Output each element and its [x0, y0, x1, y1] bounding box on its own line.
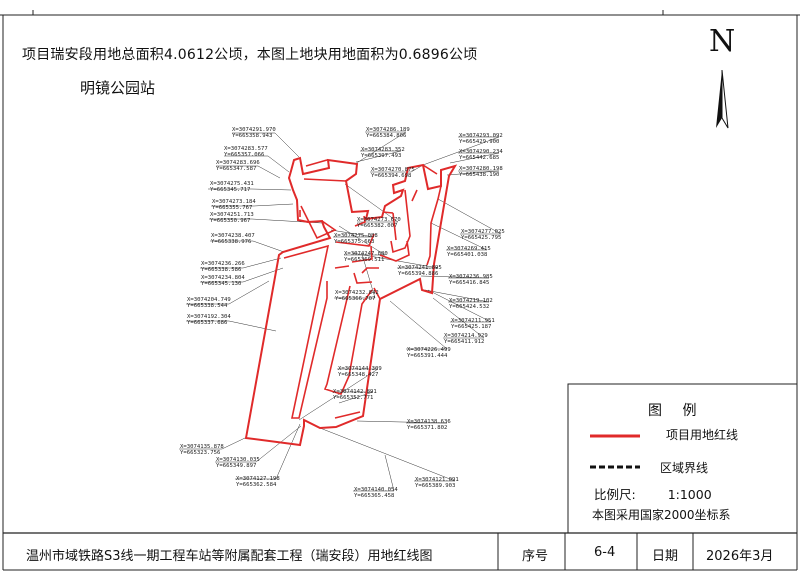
scale-value: 1:1000 — [667, 487, 712, 502]
scale-label: 比例尺: — [594, 487, 636, 502]
seq-label: 序号 — [522, 549, 549, 564]
station-name: 明镜公园站 — [80, 79, 156, 97]
north-label: N — [709, 24, 736, 59]
area-summary-text: 项目瑞安段用地总面积4.0612公顷，本图上地块用地面积为0.6896公顷 — [22, 47, 478, 63]
legend-red-label: 项目用地红线 — [666, 428, 739, 442]
legend-title: 图 例 — [648, 403, 705, 419]
parcel-inner-line — [283, 159, 442, 419]
leader-lines — [179, 131, 502, 492]
date-value: 2026年3月 — [706, 549, 774, 564]
parcel-red-line — [244, 156, 458, 447]
drawing-title: 温州市域铁路S3线一期工程车站等附属配套工程（瑞安段）用地红线图 — [26, 549, 433, 564]
seq-value: 6-4 — [594, 545, 616, 560]
north-arrow-icon — [716, 69, 729, 129]
scale-text: 比例尺: 1:1000 — [594, 484, 712, 503]
coord-system-note: 本图采用国家2000坐标系 — [592, 508, 731, 522]
legend-dash-label: 区域界线 — [660, 461, 709, 475]
date-label: 日期 — [652, 549, 679, 564]
legend-box — [567, 383, 798, 534]
